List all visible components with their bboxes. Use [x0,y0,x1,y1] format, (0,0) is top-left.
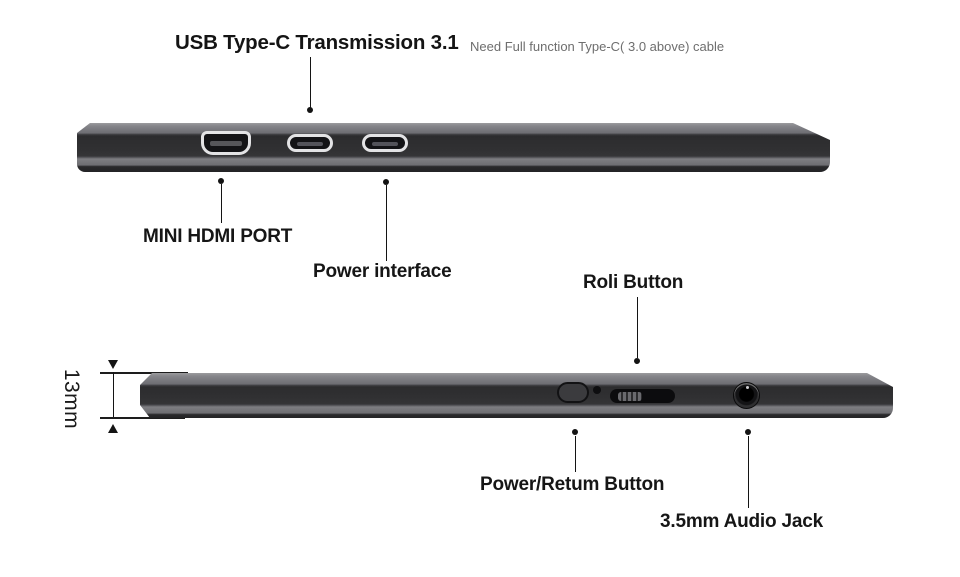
leader-line-power-return [574,436,576,472]
audio-jack-highlight [746,386,749,389]
label-mini-hdmi-port: MINI HDMI PORT [143,226,293,247]
monitor-side-edge-view [140,373,893,418]
label-power-interface: Power interface [313,261,452,282]
leader-dot-mini-hdmi [218,178,224,184]
dimension-arrow-down-icon [108,360,118,369]
leader-line-roli-button [636,297,638,358]
label-audio-jack: 3.5mm Audio Jack [660,511,823,532]
leader-dot-roli-button [634,358,640,364]
mini-hdmi-port-icon [201,131,251,155]
usb-c-port-1-icon [287,134,333,152]
leader-line-audio-jack [747,436,749,508]
leader-dot-power-return [572,429,578,435]
power-button-icon [557,382,589,403]
roll-button-icon [610,389,675,403]
label-roli-button: Roli Button [583,272,684,293]
led-indicator-icon [593,386,601,394]
leader-dot-usb-c [307,107,313,113]
dimension-extent-line [112,372,114,418]
dimension-tick-top [100,372,188,374]
leader-line-power-interface [385,185,387,261]
roll-wheel [618,391,642,401]
label-power-return-button: Power/Retum Button [480,474,665,495]
leader-line-mini-hdmi [220,184,222,223]
title-usb-typec: USB Type-C Transmission 3.1 [175,31,459,54]
usb-c-connector-tongue [297,142,323,146]
leader-dot-power-interface [383,179,389,185]
usb-c-port-2-icon [362,134,408,152]
monitor-top-edge-view [77,123,830,172]
dimension-tick-bottom [100,417,185,419]
label-thickness-13mm: 13mm [60,368,83,430]
hdmi-connector-tongue [210,141,242,146]
usb-c-connector-tongue [372,142,398,146]
leader-dot-audio-jack [745,429,751,435]
leader-line-usb-c [309,57,311,108]
dimension-arrow-up-icon [108,424,118,433]
audio-jack-icon [733,382,760,409]
subtitle-cable-note: Need Full function Type-C( 3.0 above) ca… [470,39,725,54]
